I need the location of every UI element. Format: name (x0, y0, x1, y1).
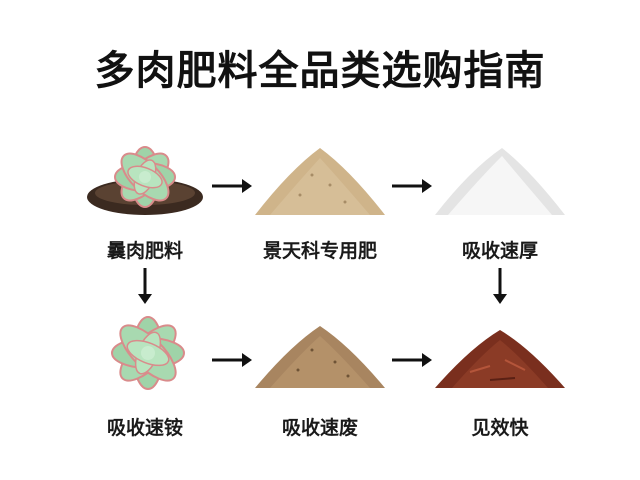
succulent-icon (111, 316, 185, 390)
red-bark-pile-icon (435, 330, 565, 388)
tan-granule-pile-icon (255, 148, 385, 215)
arrow-right-icon (392, 179, 432, 193)
node-label: 吸收速废 (281, 417, 358, 439)
node-label: 吸收速厚 (461, 240, 538, 262)
arrow-down-icon (138, 268, 152, 304)
arrow-right-icon (212, 179, 252, 193)
node-succulent-fertilizer (80, 135, 210, 225)
node-fast-effect (430, 322, 570, 392)
succulent-in-soil-icon (87, 146, 203, 215)
white-powder-pile-icon (435, 148, 565, 215)
node-sedum-fertilizer (250, 140, 390, 220)
arrow-down-icon (493, 268, 507, 304)
node-absorb-ammonium (88, 305, 208, 400)
node-label: 景天科专用肥 (262, 240, 377, 262)
node-absorb-thick (430, 140, 570, 220)
arrow-right-icon (212, 353, 252, 367)
page-title: 多肉肥料全品类选购指南 (94, 48, 546, 94)
brown-granule-pile-icon (255, 326, 385, 388)
node-absorb-waste (250, 318, 390, 393)
arrow-right-icon (392, 353, 432, 367)
node-label: 曩肉肥料 (106, 240, 183, 262)
node-label: 见效快 (471, 417, 529, 439)
node-label: 吸收速铵 (106, 417, 183, 439)
